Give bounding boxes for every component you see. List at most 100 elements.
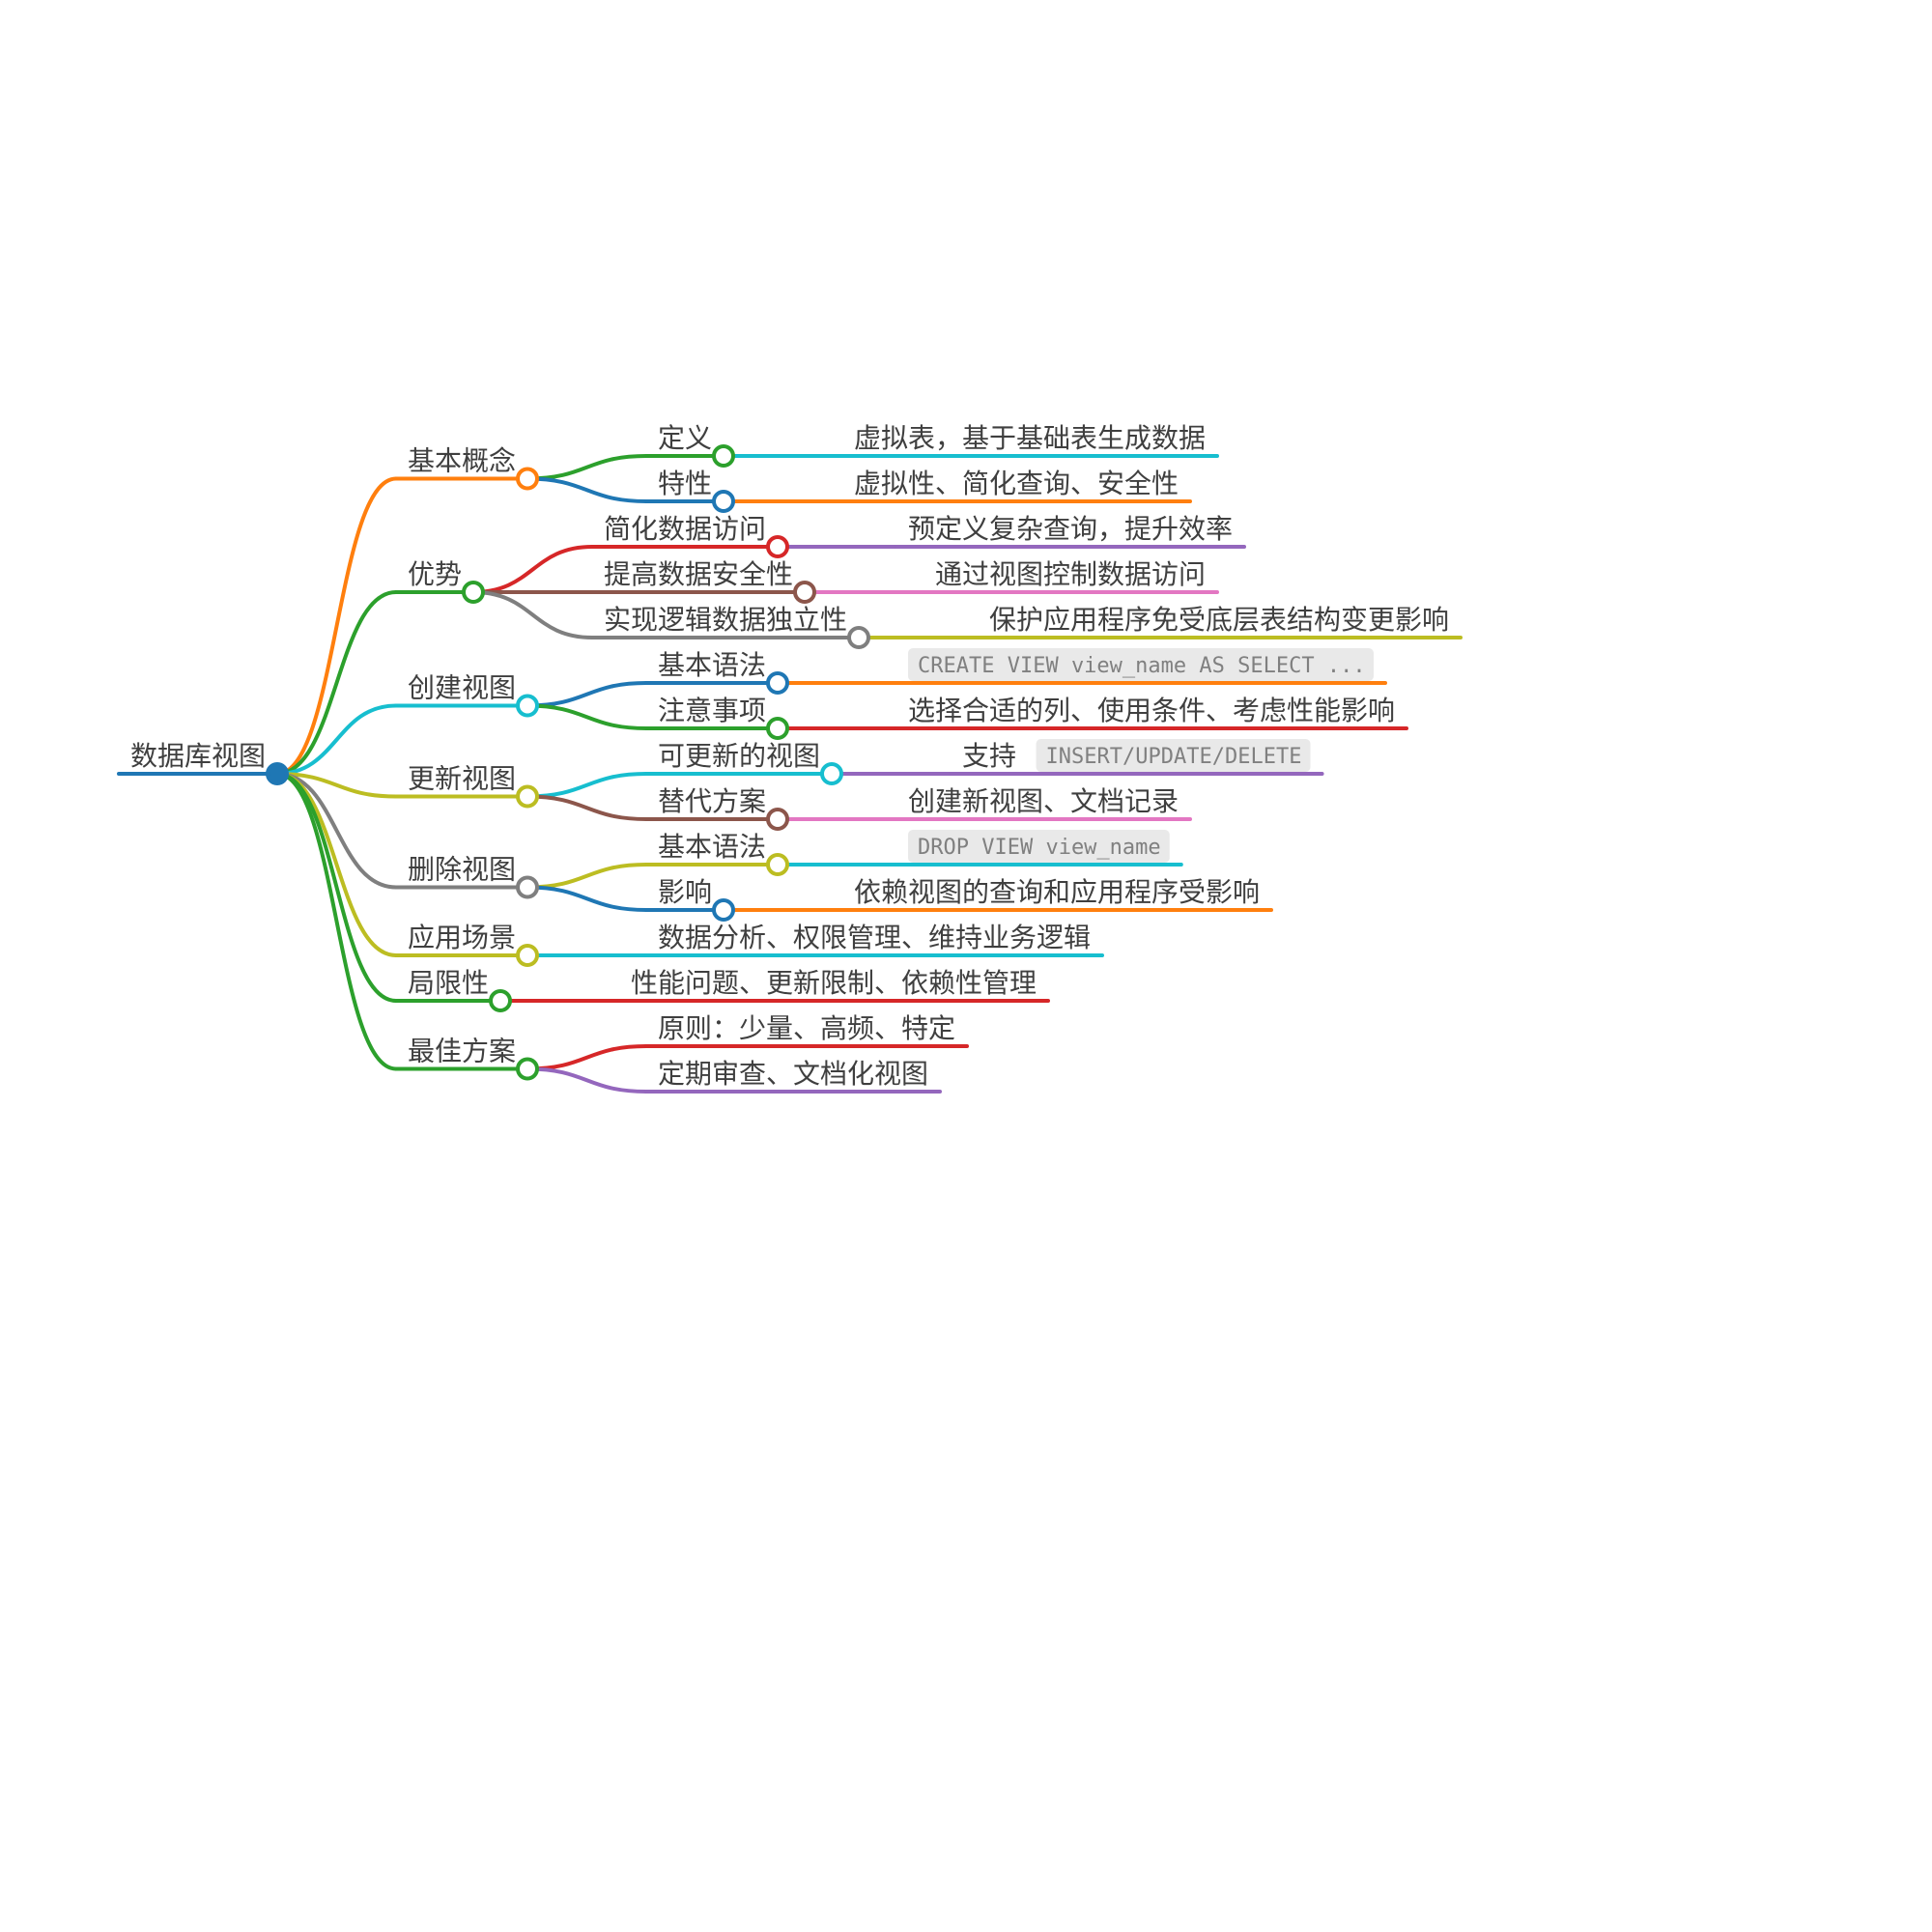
node-label: 虚拟性、简化查询、安全性 <box>854 469 1179 498</box>
fold-circle[interactable] <box>462 581 485 604</box>
mindmap-node[interactable]: 优势 <box>394 559 485 604</box>
mindmap-node[interactable]: 数据库视图 <box>117 741 289 785</box>
branch-link <box>275 772 398 890</box>
node-label: 选择合适的列、使用条件、考虑性能影响 <box>908 696 1395 725</box>
fold-circle[interactable] <box>516 875 539 899</box>
branch-link <box>526 476 648 503</box>
code-chip <box>908 830 1170 863</box>
mindmap-node[interactable]: 创建视图 <box>394 673 539 718</box>
fold-circle[interactable] <box>712 444 735 468</box>
mindmap-node[interactable]: 影响 <box>644 877 735 922</box>
mindmap-node[interactable]: 替代方案 <box>644 786 789 831</box>
code-chip <box>1036 739 1311 772</box>
fold-circle[interactable] <box>766 808 789 831</box>
node-label: 性能问题、更新限制、依赖性管理 <box>631 968 1037 998</box>
mindmap-leaf[interactable]: 支持 INSERT/UPDATE/DELETE <box>949 739 1324 776</box>
node-label: 预定义复杂查询，提升效率 <box>908 514 1233 544</box>
mindmap-node[interactable]: 定义 <box>644 423 735 468</box>
mindmap-node[interactable]: 更新视图 <box>394 764 539 809</box>
branch-link <box>526 1066 648 1094</box>
mindmap-node[interactable]: 特性 <box>644 469 735 513</box>
mindmap-node[interactable]: 注意事项 <box>644 696 789 740</box>
mindmap-leaf[interactable]: 虚拟表，基于基础表生成数据 <box>840 423 1219 458</box>
branch-links <box>275 453 980 1094</box>
mindmap-node[interactable]: 基本语法 <box>644 650 789 695</box>
fold-circle[interactable] <box>516 784 539 809</box>
fold-circle[interactable] <box>712 490 735 513</box>
node-label: 定义 <box>658 423 712 453</box>
mindmap-node[interactable]: 基本语法 <box>644 832 789 876</box>
fold-circle[interactable] <box>793 581 816 604</box>
mindmap-node[interactable]: 删除视图 <box>394 855 539 899</box>
node-label: 局限性 <box>408 968 489 998</box>
node-label: 最佳方案 <box>408 1037 516 1066</box>
branch-link <box>275 772 398 799</box>
mindmap-leaf[interactable]: 原则：少量、高频、特定 <box>644 1013 969 1048</box>
branch-link <box>275 476 398 776</box>
node-label: 虚拟表，基于基础表生成数据 <box>854 423 1206 453</box>
node-label: 创建新视图、文档记录 <box>908 786 1179 816</box>
mindmap-node[interactable]: 局限性 <box>394 968 512 1012</box>
branch-link <box>471 545 594 594</box>
node-label: 实现逻辑数据独立性 <box>604 605 847 635</box>
fold-circle[interactable] <box>820 762 843 785</box>
mindmap-leaf[interactable]: 数据分析、权限管理、维持业务逻辑 <box>644 923 1104 957</box>
mindmap-leaf[interactable]: 定期审查、文档化视图 <box>644 1059 942 1094</box>
fold-circle[interactable] <box>766 853 789 876</box>
node-label: 提高数据安全性 <box>604 559 793 589</box>
fold-circle[interactable] <box>516 694 539 718</box>
node-label: 更新视图 <box>408 764 516 794</box>
mindmap-leaf[interactable]: DROP VIEW view_name <box>895 830 1183 867</box>
mindmap-node[interactable]: 简化数据访问 <box>590 514 789 558</box>
fold-circle[interactable] <box>766 671 789 695</box>
node-label: 特性 <box>658 469 712 498</box>
mindmap-leaf[interactable]: 创建新视图、文档记录 <box>895 786 1192 821</box>
node-label: 通过视图控制数据访问 <box>935 559 1206 589</box>
node-label: 原则：少量、高频、特定 <box>658 1013 955 1043</box>
fold-circle[interactable] <box>516 467 539 491</box>
branch-link <box>526 772 648 799</box>
mindmap-leaf[interactable]: 选择合适的列、使用条件、考虑性能影响 <box>895 696 1408 730</box>
branch-link <box>526 703 648 730</box>
mindmap-leaf[interactable]: CREATE VIEW view_name AS SELECT ... <box>895 648 1387 685</box>
fold-circle[interactable] <box>489 989 512 1012</box>
node-label: 删除视图 <box>408 855 516 885</box>
node-label: 基本概念 <box>408 446 516 476</box>
node-label: 替代方案 <box>658 786 766 816</box>
node-label: 基本语法 <box>658 832 766 862</box>
branch-link <box>275 772 398 1071</box>
fold-circle[interactable] <box>766 717 789 740</box>
node-label: 保护应用程序免受底层表结构变更影响 <box>989 605 1449 635</box>
node-label: 支持 <box>962 741 1016 771</box>
branch-link <box>526 454 648 481</box>
mindmap-node[interactable]: 提高数据安全性 <box>590 559 816 604</box>
node-label: 应用场景 <box>408 923 516 952</box>
mindmap-leaf[interactable]: 通过视图控制数据访问 <box>922 559 1219 594</box>
fold-circle[interactable] <box>847 626 870 649</box>
node-label: 依赖视图的查询和应用程序受影响 <box>854 877 1260 907</box>
mindmap-node[interactable]: 应用场景 <box>394 923 539 967</box>
fold-circle[interactable] <box>766 535 789 558</box>
fold-circle[interactable] <box>516 1057 539 1081</box>
branch-link <box>275 590 398 776</box>
code-text: CREATE VIEW view_name AS SELECT ... <box>918 654 1366 678</box>
node-label: 简化数据访问 <box>604 514 766 544</box>
fold-circle[interactable] <box>516 944 539 967</box>
mindmap-node[interactable]: 实现逻辑数据独立性 <box>590 605 870 649</box>
code-text: DROP VIEW view_name <box>918 836 1161 860</box>
mindmap-leaf[interactable]: 虚拟性、简化查询、安全性 <box>840 469 1192 503</box>
branch-link <box>526 794 648 821</box>
mindmap-leaf[interactable]: 保护应用程序免受底层表结构变更影响 <box>976 605 1463 639</box>
mindmap-node[interactable]: 可更新的视图 <box>644 741 843 785</box>
mindmap-node[interactable]: 基本概念 <box>394 446 539 491</box>
node-label: 优势 <box>408 559 462 589</box>
mindmap-leaf[interactable]: 预定义复杂查询，提升效率 <box>895 514 1246 549</box>
code-chip <box>908 648 1374 681</box>
mindmap-leaf[interactable]: 依赖视图的查询和应用程序受影响 <box>840 877 1273 912</box>
fold-circle[interactable] <box>266 762 289 785</box>
mindmap-leaf[interactable]: 性能问题、更新限制、依赖性管理 <box>617 968 1050 1003</box>
mindmap-node[interactable]: 最佳方案 <box>394 1037 539 1081</box>
fold-circle[interactable] <box>712 898 735 922</box>
